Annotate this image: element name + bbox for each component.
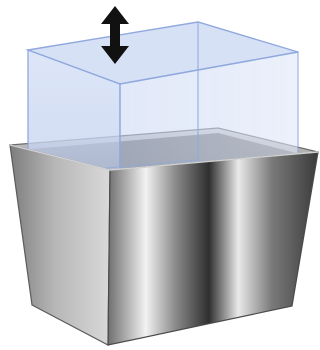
metal-container-front [10,145,318,345]
metal-container-left-face [10,145,110,345]
metal-container-front-face [108,152,318,345]
